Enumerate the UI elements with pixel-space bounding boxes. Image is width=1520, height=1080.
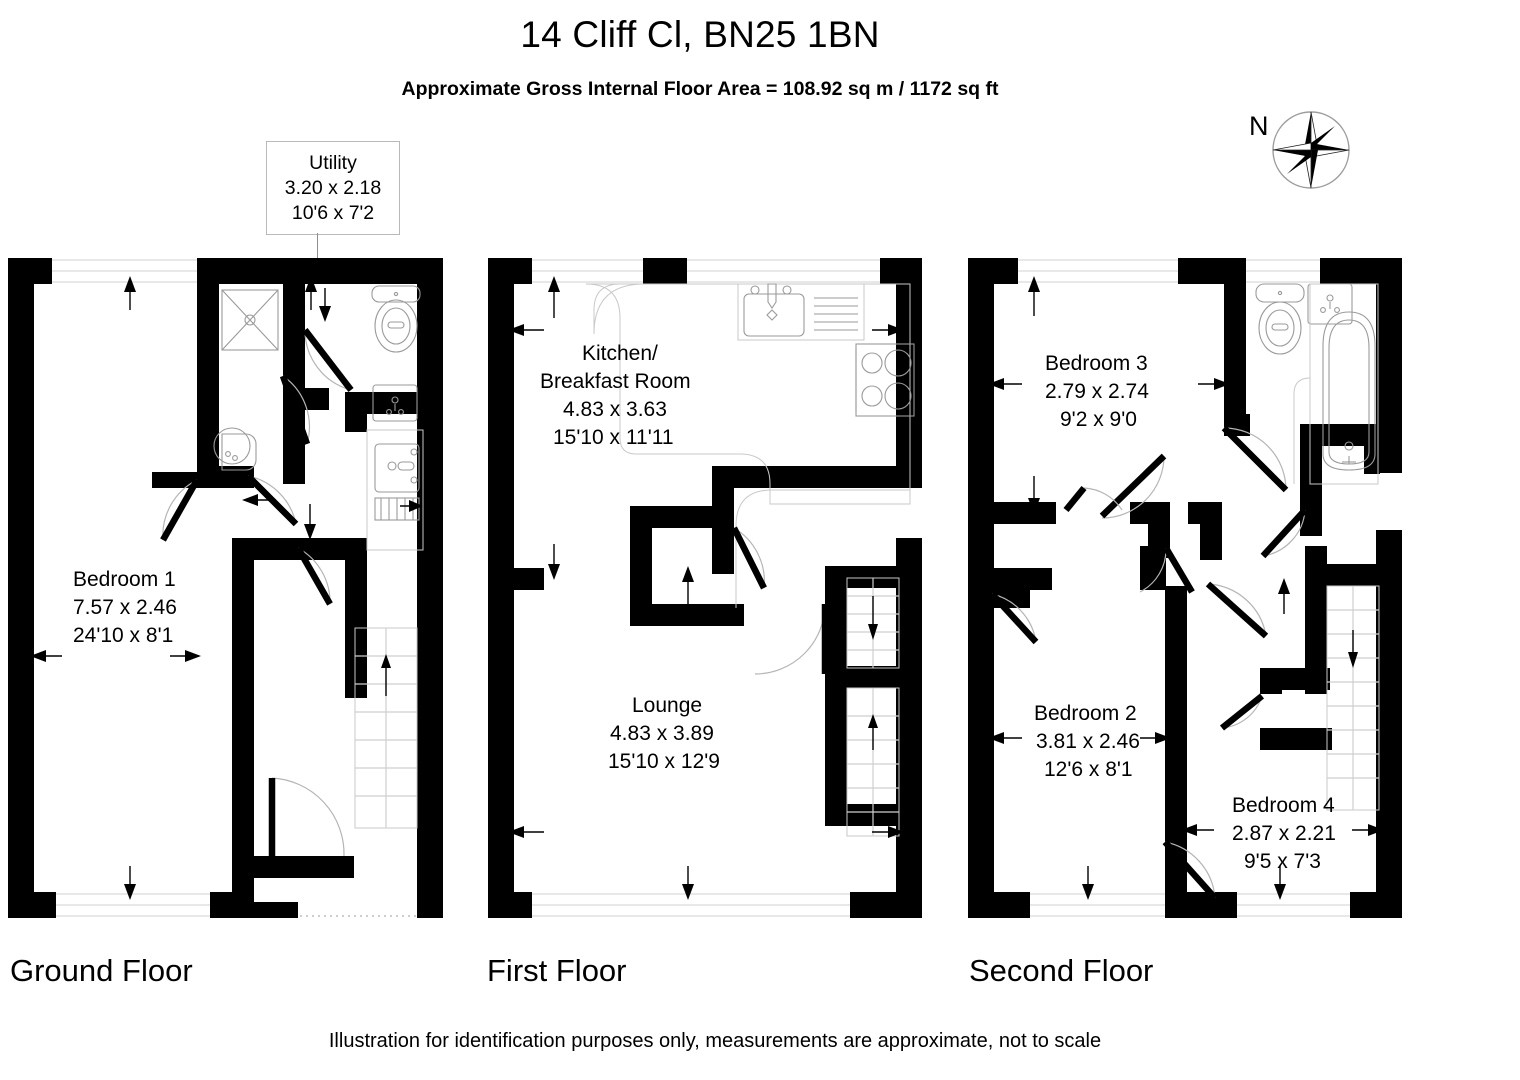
window-front-first (532, 259, 880, 283)
bedroom4-name: Bedroom 4 (1232, 794, 1335, 817)
compass-rose: N (1249, 105, 1377, 195)
dimension-arrows-second (988, 276, 1384, 900)
utility-callout-leader-line (317, 233, 318, 263)
lounge-imperial: 15'10 x 12'9 (608, 750, 720, 773)
staircase-down-second (1326, 585, 1380, 811)
page-title: 14 Cliff Cl, BN25 1BN (520, 14, 880, 55)
ground-floor-walls (8, 258, 443, 918)
first-floor-plan: Kitchen/ Breakfast Room 4.83 x 3.63 15'1… (488, 258, 922, 918)
room-label-lounge: Lounge 4.83 x 3.89 15'10 x 12'9 (608, 694, 720, 773)
bedroom1-metric: 7.57 x 2.46 (73, 596, 177, 619)
compass-rose-icon (1272, 111, 1350, 189)
door-bedroom2 (989, 591, 1039, 645)
second-floor-walls (968, 258, 1402, 918)
room-label-bedroom2: Bedroom 2 3.81 x 2.46 12'6 x 8'1 (1034, 702, 1140, 781)
dimension-arrows-first (508, 276, 904, 900)
door-bedroom4-inner (1162, 839, 1218, 901)
bedroom3-name: Bedroom 3 (1045, 352, 1148, 375)
floor-caption-second: Second Floor (969, 953, 1154, 988)
bedroom1-imperial: 24'10 x 8'1 (73, 624, 173, 647)
bedroom4-imperial: 9'5 x 7'3 (1244, 850, 1321, 873)
disclaimer-text: Illustration for identification purposes… (328, 1030, 1102, 1052)
wash-basin-icon-ground (213, 427, 257, 471)
door-shower-room (302, 328, 354, 392)
window-front-ground (52, 259, 197, 283)
lounge-metric: 4.83 x 3.89 (610, 722, 714, 745)
door-wc (279, 374, 311, 446)
wc-toilet-icon-ground (371, 285, 421, 353)
floor-caption-first: First Floor (487, 953, 627, 988)
window-rear-first (532, 893, 850, 917)
room-label-kitchen: Kitchen/ Breakfast Room 4.83 x 3.63 15'1… (540, 342, 691, 449)
floor-caption-ground: Ground Floor (10, 953, 193, 988)
first-floor-walls (488, 258, 922, 918)
wc-toilet-icon-second (1255, 283, 1305, 355)
room-label-bedroom3: Bedroom 3 2.79 x 2.74 9'2 x 9'0 (1045, 352, 1149, 431)
bedroom4-metric: 2.87 x 2.21 (1232, 822, 1336, 845)
utility-room-name: Utility (309, 151, 357, 174)
door-landing-cupboard (1063, 485, 1123, 513)
washing-machine-icon (366, 429, 424, 551)
kitchen-metric: 4.83 x 3.63 (563, 398, 667, 421)
wash-basin-icon-ground-2 (372, 384, 418, 422)
staircase-up-first (846, 687, 900, 837)
door-store (1260, 507, 1308, 559)
room-label-bedroom1: Bedroom 1 7.57 x 2.46 24'10 x 8'1 (73, 568, 177, 647)
kitchen-counter-outline (593, 283, 911, 608)
door-store-2 (1219, 693, 1265, 731)
bedroom3-metric: 2.79 x 2.74 (1045, 380, 1149, 403)
dimension-arrows-ground (30, 276, 423, 900)
wash-basin-icon-second (1307, 283, 1353, 325)
kitchen-worktop (585, 283, 911, 505)
door-lounge (754, 603, 829, 675)
bedroom2-imperial: 12'6 x 8'1 (1044, 758, 1133, 781)
door-hall-1 (160, 478, 200, 542)
utility-room-metric: 3.20 x 2.18 (284, 176, 382, 199)
kitchen-name2: Breakfast Room (540, 370, 691, 393)
utility-room-imperial: 10'6 x 7'2 (291, 201, 375, 224)
kitchen-imperial: 15'10 x 11'11 (553, 426, 674, 449)
bedroom3-imperial: 9'2 x 9'0 (1060, 408, 1137, 431)
door-bedroom4 (1205, 581, 1269, 639)
shower-tray-icon (221, 289, 279, 351)
kitchen-sink-icon (737, 283, 865, 341)
kitchen-name: Kitchen/ (582, 342, 658, 365)
door-airing-cupboard (1139, 546, 1195, 594)
bedroom2-metric: 3.81 x 2.46 (1036, 730, 1140, 753)
lounge-name: Lounge (632, 694, 702, 717)
door-bedroom3 (1099, 453, 1167, 519)
ground-floor-plan: Bedroom 1 7.57 x 2.46 24'10 x 8'1 (8, 258, 443, 918)
bathtub-icon (1293, 283, 1379, 485)
staircase-down-first (846, 577, 900, 669)
window-front-second (1018, 259, 1320, 283)
door-under-stairs (295, 546, 333, 606)
window-rear-ground (56, 893, 210, 917)
window-rear-second (1030, 893, 1350, 917)
radiator-icon (374, 497, 420, 521)
door-bathroom (1221, 425, 1289, 493)
door-entrance (268, 777, 345, 857)
staircase-up-ground (354, 627, 418, 829)
floor-area-subtitle: Approximate Gross Internal Floor Area = … (401, 78, 999, 100)
compass-north-label: N (1249, 111, 1269, 141)
door-kitchen-hall (731, 526, 767, 590)
hob-cooker-icon (855, 343, 915, 417)
second-floor-plan: Bedroom 3 2.79 x 2.74 9'2 x 9'0 Bedroom … (968, 258, 1402, 918)
bedroom2-name: Bedroom 2 (1034, 702, 1137, 725)
utility-room-callout: Utility 3.20 x 2.18 10'6 x 7'2 (266, 141, 400, 235)
bedroom1-name: Bedroom 1 (73, 568, 176, 591)
room-label-bedroom4: Bedroom 4 2.87 x 2.21 9'5 x 7'3 (1232, 794, 1336, 873)
